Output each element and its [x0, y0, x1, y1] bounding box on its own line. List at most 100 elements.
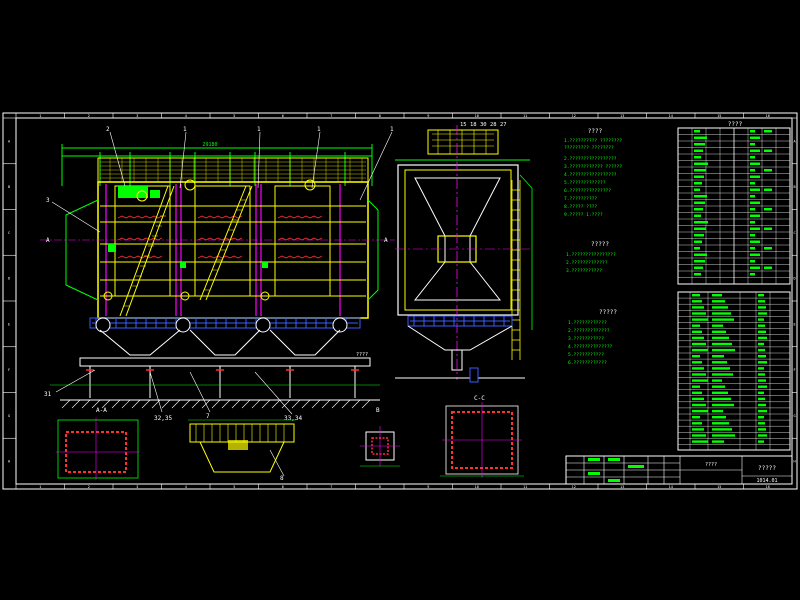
param-table-entry — [750, 240, 760, 243]
parts-list-entry — [692, 416, 700, 419]
param-table-entry — [694, 273, 701, 276]
border-row-label: C — [8, 231, 10, 235]
parts-list-entry — [712, 403, 734, 407]
parts-list-entry — [758, 440, 764, 443]
section-c-c: C-C — [440, 395, 524, 478]
parts-list-entry — [712, 434, 735, 437]
note-block3-line: 5.??????????? — [568, 352, 604, 358]
parts-list-entry — [758, 385, 767, 388]
notes-block3-title: ????? — [599, 309, 617, 316]
border-col-label: 11 — [523, 485, 527, 489]
tech-note-line: 2.????????????????? — [564, 156, 617, 162]
note-block3-line: 2.????????????? — [568, 328, 610, 334]
param-table-entry — [764, 266, 772, 269]
param-table-entry — [764, 169, 772, 172]
parts-list-entry — [712, 300, 725, 303]
param-table-entry — [750, 247, 755, 250]
parts-list-entry — [758, 422, 765, 425]
parts-list-entry — [758, 428, 766, 431]
title-block-drawing-no: 1014.01 — [756, 478, 777, 484]
parts-list-entry — [692, 391, 702, 394]
tech-note-line: 5.????????????? — [564, 180, 606, 186]
section-mark-left: A — [46, 237, 50, 244]
parts-list-entry — [758, 355, 766, 358]
callout-bottom-1: 31 — [44, 391, 52, 398]
param-table-entry — [764, 149, 772, 152]
border-row-label: B — [8, 185, 10, 189]
param-table-entry — [694, 195, 707, 198]
parts-list-entry — [692, 373, 706, 376]
border-col-label: 16 — [766, 114, 770, 118]
param-table-entry — [750, 182, 755, 185]
side-view: 15 18 30 28 27 — [395, 122, 533, 383]
border-row-label: F — [793, 368, 795, 372]
border-col-label: 10 — [475, 114, 479, 118]
parts-list-entry — [692, 355, 700, 358]
callout-front-2: 1 — [183, 126, 187, 133]
callout-side-2: 18 — [470, 122, 477, 128]
param-table-entry — [750, 156, 755, 159]
parts-list-entry — [712, 391, 728, 394]
front-right-label: ???? — [356, 352, 368, 358]
note-block2-line: 2.????????????? — [566, 260, 608, 266]
parts-list-entry — [692, 300, 702, 303]
border-col-label: 11 — [523, 114, 527, 118]
param-table-entry — [750, 130, 755, 133]
parts-list-entry — [692, 318, 708, 321]
tech-note-line: 7.?????????? — [564, 196, 597, 202]
param-table-entry — [694, 247, 700, 250]
param-table-entry — [750, 149, 760, 152]
callout-side-4: 28 — [490, 122, 497, 128]
border-col-label: 13 — [620, 114, 624, 118]
border-col-label: 3 — [136, 114, 138, 118]
border-row-label: D — [8, 277, 10, 281]
border-col-label: 6 — [282, 114, 284, 118]
parts-list-entry — [712, 373, 733, 376]
callout-front-1: 2 — [106, 126, 110, 133]
parts-list-entry — [758, 416, 764, 419]
callout-side-5: 27 — [500, 122, 507, 128]
border-row-label: F — [8, 368, 10, 372]
param-table-entry — [694, 208, 703, 211]
parts-list — [677, 291, 791, 451]
border-col-label: 7 — [330, 114, 332, 118]
tech-note-line: 3.???????????? ?????? — [564, 164, 622, 170]
parts-list-entry — [712, 342, 732, 346]
parts-list-entry — [712, 416, 726, 419]
parts-list-entry — [712, 409, 723, 413]
parts-list-entry — [692, 422, 702, 425]
border-col-label: 4 — [185, 114, 187, 118]
parts-list-entry — [712, 324, 723, 327]
border-col-label: 5 — [233, 485, 235, 489]
parts-list-entry — [712, 336, 729, 340]
title-block-main: ????? — [758, 465, 776, 472]
drawing-frame: 1122334455667788991010111112121313141415… — [2, 112, 798, 490]
notes-block2-title: ????? — [591, 241, 609, 248]
parts-list-entry — [712, 306, 728, 309]
parts-list-entry — [758, 348, 765, 352]
border-col-label: 10 — [475, 485, 479, 489]
param-table-entry — [750, 221, 755, 224]
param-table-entry — [750, 201, 760, 204]
parts-list-entry — [692, 312, 706, 315]
border-col-label: 15 — [717, 485, 721, 489]
callout-front-3: 1 — [257, 126, 261, 133]
border-col-label: 16 — [766, 485, 770, 489]
border-col-label: 1 — [39, 485, 41, 489]
parts-list-entry — [758, 397, 765, 401]
border-row-label: E — [793, 322, 795, 326]
param-table-entry — [750, 214, 760, 217]
param-table-entry — [694, 169, 706, 172]
border-row-label: B — [793, 185, 795, 189]
border-col-label: 9 — [427, 485, 429, 489]
title-block: ????? ???? 1014.01 — [565, 455, 793, 485]
parts-list-entry — [712, 348, 735, 352]
parts-list-entry — [758, 379, 766, 382]
param-table-entry — [694, 130, 700, 133]
parts-list-entry — [692, 336, 704, 340]
border-col-label: 5 — [233, 114, 235, 118]
front-view: 29180 — [40, 126, 395, 482]
section-b-label: B — [376, 407, 380, 414]
param-table-entry — [694, 221, 708, 224]
parts-list-entry — [712, 361, 727, 364]
